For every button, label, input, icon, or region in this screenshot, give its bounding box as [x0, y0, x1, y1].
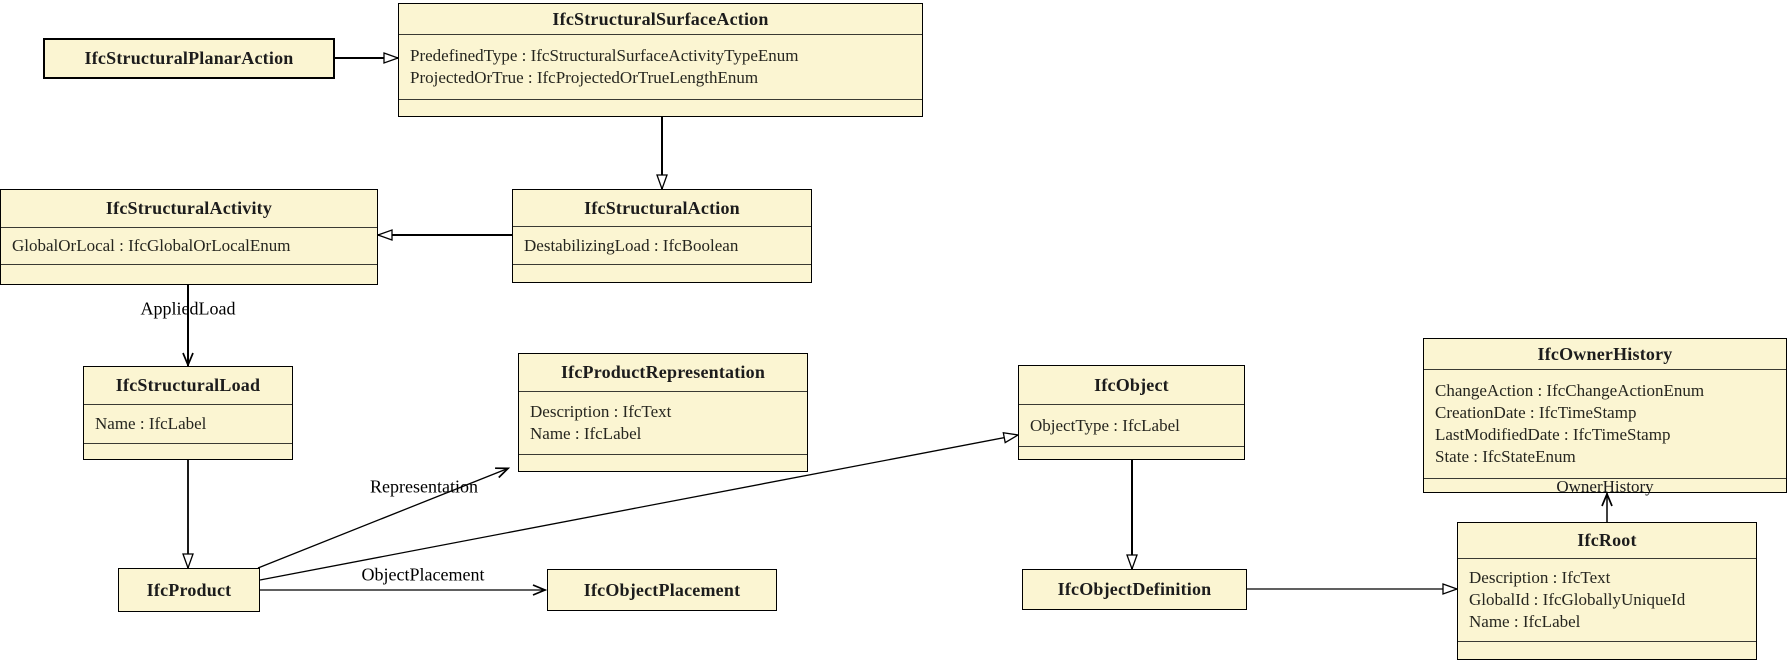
- class-footer-label-ifc-owner-history: OwnerHistory: [1424, 478, 1786, 495]
- attribute: PredefinedType : IfcStructuralSurfaceAct…: [410, 46, 799, 65]
- class-attributes-ifc-structural-load: Name : IfcLabel: [84, 404, 292, 443]
- class-title-ifc-owner-history: IfcOwnerHistory: [1537, 343, 1673, 364]
- edge-label-applied-load: AppliedLoad: [140, 298, 236, 319]
- attribute: Description : IfcText: [1469, 568, 1611, 587]
- class-title-ifc-root: IfcRoot: [1577, 530, 1637, 550]
- attribute: ObjectType : IfcLabel: [1030, 415, 1180, 435]
- class-title-ifc-structural-planar-action: IfcStructuralPlanarAction: [84, 48, 294, 68]
- attribute: Name : IfcLabel: [530, 424, 642, 443]
- class-operations-empty-ifc-structural-activity: [1, 264, 377, 286]
- class-operations-empty-ifc-structural-load: [84, 443, 292, 461]
- attribute: Description : IfcText: [530, 402, 672, 421]
- attribute: GlobalOrLocal : IfcGlobalOrLocalEnum: [12, 236, 291, 255]
- class-title-ifc-structural-action: IfcStructuralAction: [584, 197, 740, 218]
- class-operations-empty-ifc-object: [1019, 446, 1244, 461]
- attribute: CreationDate : IfcTimeStamp: [1435, 403, 1637, 422]
- attribute: ProjectedOrTrue : IfcProjectedOrTrueLeng…: [410, 68, 759, 87]
- edge-product-to-object: [259, 431, 1020, 581]
- class-title-ifc-structural-load: IfcStructuralLoad: [115, 375, 261, 395]
- edge-label-object-placement: ObjectPlacement: [361, 564, 485, 585]
- class-attributes-ifc-object: ObjectType : IfcLabel: [1019, 404, 1244, 446]
- attribute: DestabilizingLoad : IfcBoolean: [524, 235, 739, 255]
- edge-representation: [257, 467, 511, 569]
- class-ifc-product: IfcProduct: [118, 568, 260, 612]
- attribute: GlobalId : IfcGloballyUniqueId: [1469, 590, 1686, 609]
- class-title-ifc-product-representation: IfcProductRepresentation: [560, 362, 766, 382]
- attribute: ChangeAction : IfcChangeActionEnum: [1435, 381, 1705, 400]
- class-ifc-object-definition: IfcObjectDefinition: [1022, 569, 1247, 610]
- class-title-ifc-structural-surface-action: IfcStructuralSurfaceAction: [552, 8, 769, 29]
- attribute: LastModifiedDate : IfcTimeStamp: [1435, 425, 1671, 444]
- class-attributes-ifc-structural-action: DestabilizingLoad : IfcBoolean: [513, 226, 811, 264]
- attribute: Name : IfcLabel: [1469, 612, 1581, 631]
- class-attributes-ifc-structural-activity: GlobalOrLocal : IfcGlobalOrLocalEnum: [1, 227, 377, 264]
- class-title-ifc-object-definition: IfcObjectDefinition: [1057, 579, 1212, 599]
- class-operations-empty-ifc-structural-action: [513, 264, 811, 284]
- class-operations-empty-ifc-product-representation: [519, 454, 807, 473]
- class-title-ifc-object: IfcObject: [1094, 374, 1169, 395]
- class-ifc-object-placement: IfcObjectPlacement: [547, 569, 777, 611]
- class-attributes-ifc-structural-surface-action: PredefinedType : IfcStructuralSurfaceAct…: [399, 34, 922, 99]
- class-title-ifc-object-placement: IfcObjectPlacement: [583, 579, 741, 600]
- class-operations-empty-ifc-structural-surface-action: [399, 99, 922, 118]
- class-ifc-structural-planar-action: IfcStructuralPlanarAction: [43, 38, 335, 79]
- attribute: State : IfcStateEnum: [1435, 447, 1576, 466]
- class-title-ifc-structural-activity: IfcStructuralActivity: [105, 198, 273, 218]
- class-operations-empty-ifc-root: [1458, 641, 1756, 661]
- class-title-ifc-product: IfcProduct: [146, 579, 232, 600]
- edge-label-representation: Representation: [370, 476, 478, 497]
- attribute: Name : IfcLabel: [95, 414, 207, 433]
